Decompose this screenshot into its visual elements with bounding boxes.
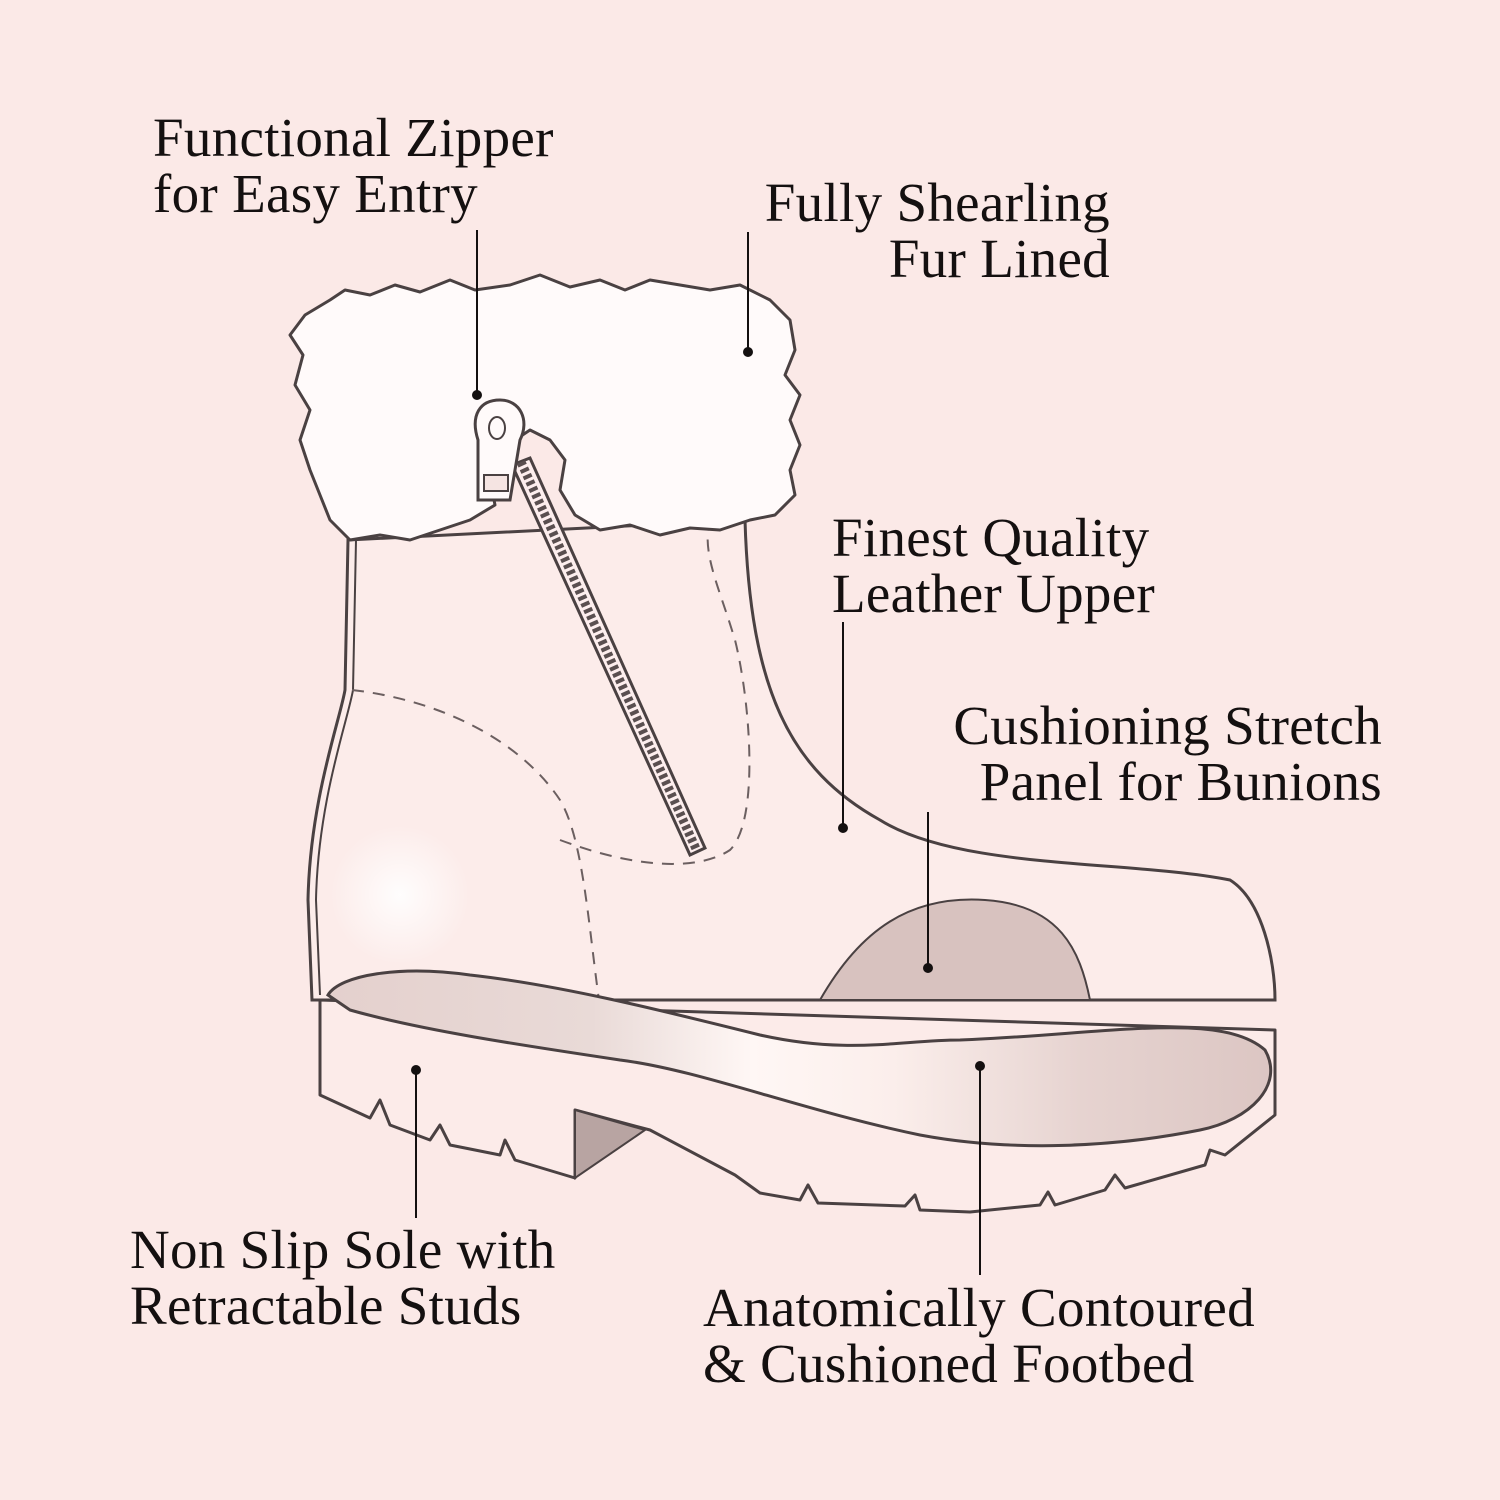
- callout-sole: Non Slip Sole with Retractable Studs: [130, 1222, 556, 1334]
- callout-footbed: Anatomically Contoured & Cushioned Footb…: [703, 1280, 1255, 1392]
- callout-footbed-line-2: & Cushioned Footbed: [703, 1333, 1195, 1394]
- callout-shearling-line-2: Fur Lined: [888, 228, 1110, 289]
- callout-stretch-panel-line-2: Panel for Bunions: [979, 751, 1382, 812]
- callout-leather-line-2: Leather Upper: [832, 563, 1156, 624]
- callout-zipper-line-1: Functional Zipper: [153, 107, 554, 168]
- fur-cuff: [288, 273, 802, 542]
- stretch-panel: [818, 898, 1092, 1001]
- callout-footbed-line-1: Anatomically Contoured: [703, 1277, 1255, 1338]
- callout-zipper-line-2: for Easy Entry: [153, 163, 478, 224]
- callout-sole-line-2: Retractable Studs: [130, 1275, 522, 1336]
- footbed: [325, 969, 1273, 1148]
- callout-leather-line-1: Finest Quality: [832, 507, 1150, 568]
- callout-lines: [411, 230, 985, 1275]
- zipper: [473, 398, 707, 857]
- callout-shearling: Fully Shearling Fur Lined: [765, 175, 1110, 287]
- callout-stretch-panel-line-1: Cushioning Stretch: [953, 695, 1382, 756]
- boot-upper: [306, 518, 1277, 1002]
- callout-sole-line-1: Non Slip Sole with: [130, 1219, 556, 1280]
- callout-zipper: Functional Zipper for Easy Entry: [153, 110, 554, 222]
- callout-stretch-panel: Cushioning Stretch Panel for Bunions: [953, 698, 1382, 810]
- callout-shearling-line-1: Fully Shearling: [764, 172, 1110, 233]
- callout-leather: Finest Quality Leather Upper: [832, 510, 1155, 622]
